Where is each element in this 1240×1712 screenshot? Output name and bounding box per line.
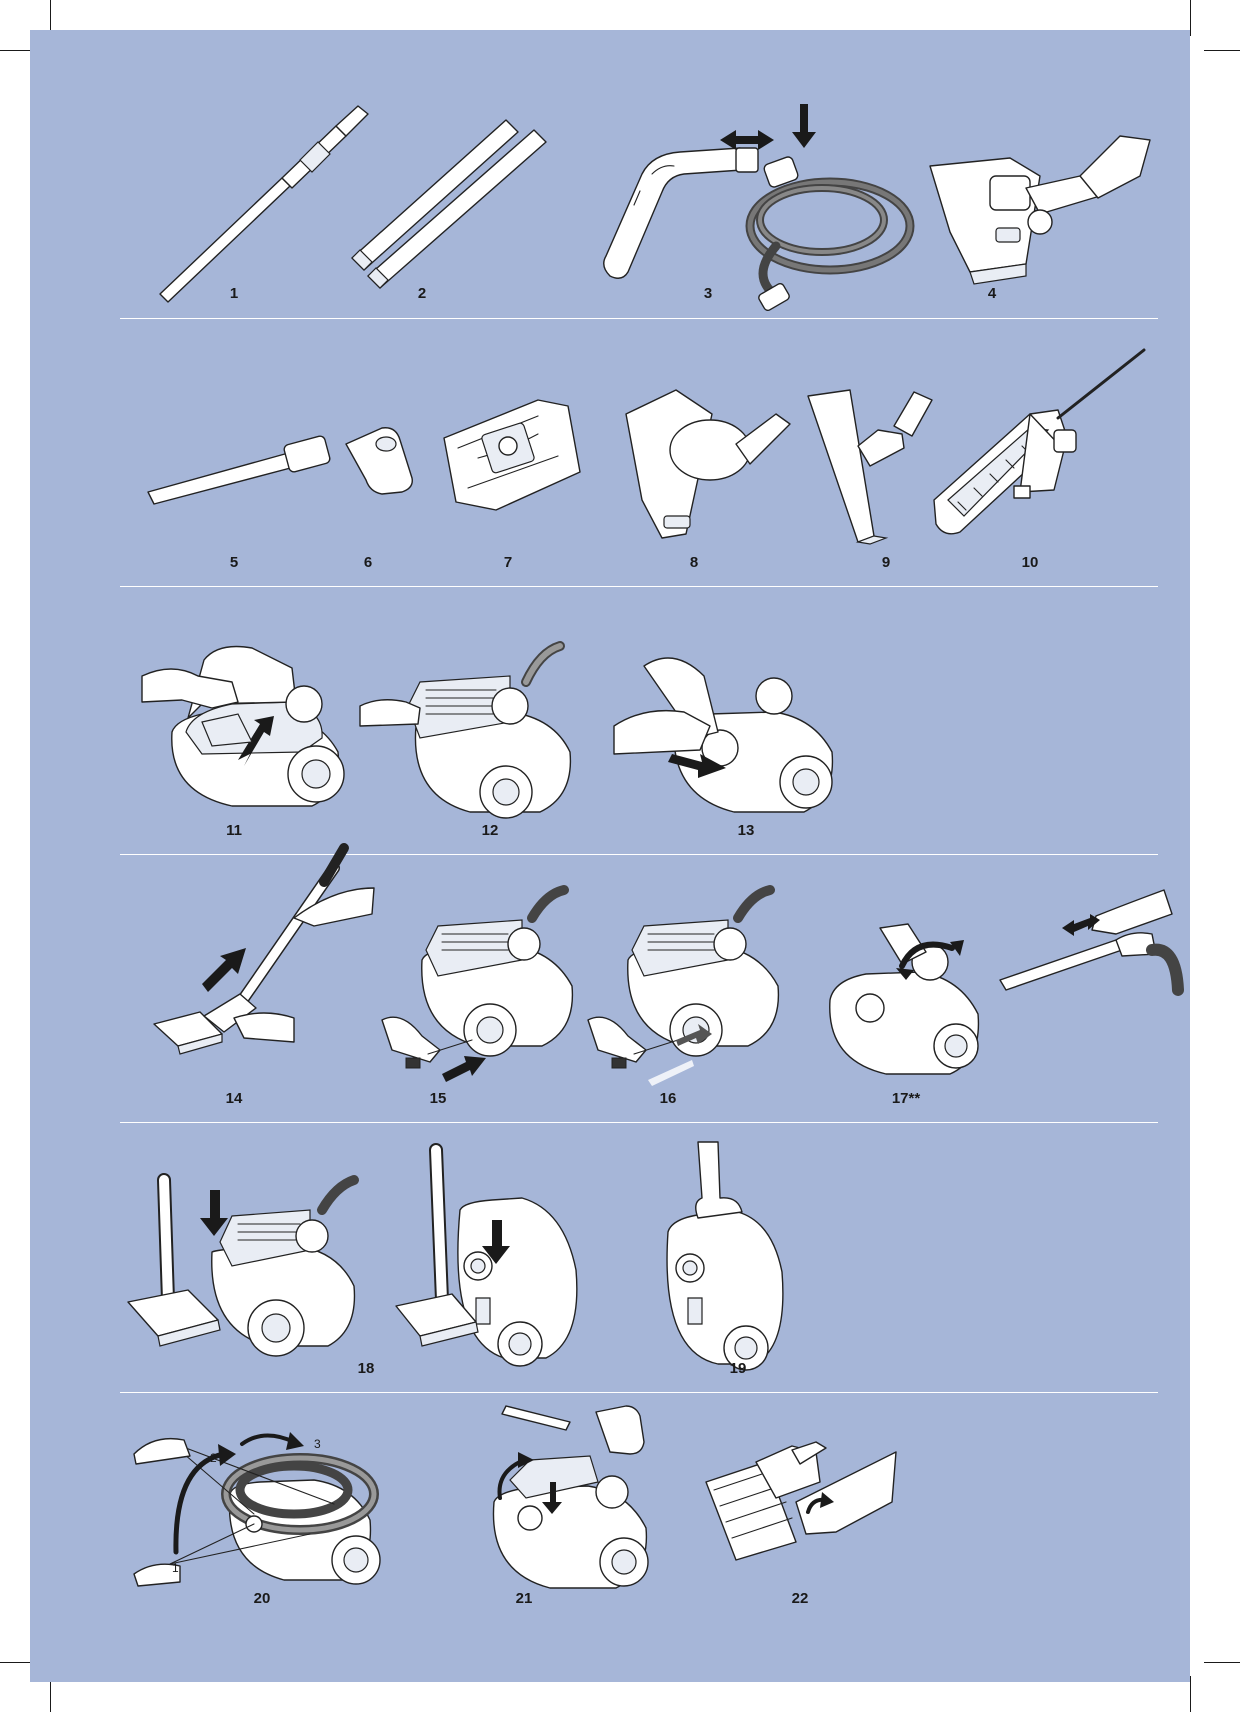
clean-turbo-nozzle-illustration xyxy=(696,1442,896,1592)
upholstery-nozzle-illustration xyxy=(342,422,422,512)
figure-number: 14 xyxy=(225,1090,243,1107)
figure-number: 5 xyxy=(229,554,239,571)
turbo-nozzle-illustration xyxy=(626,390,806,540)
figure-number: 12 xyxy=(481,822,499,839)
step-number: 3 xyxy=(314,1437,321,1451)
figure-number: 2 xyxy=(417,285,427,302)
figure-number: 16 xyxy=(659,1090,677,1107)
row-divider xyxy=(120,854,1158,855)
crop-mark xyxy=(0,50,36,51)
figure-number: 17** xyxy=(891,1090,921,1107)
illustration-panel: 1 2 3 4 5 xyxy=(30,30,1190,1682)
brush-nozzle-illustration xyxy=(934,350,1174,560)
extension-tubes-illustration xyxy=(348,108,578,308)
row-divider xyxy=(120,1122,1158,1123)
step-number: 2 xyxy=(210,1451,217,1465)
figure-number: 6 xyxy=(363,554,373,571)
store-hose-illustration: 1 2 3 xyxy=(134,1432,414,1604)
adjust-suction-illustration xyxy=(826,890,1196,1080)
figure-number: 21 xyxy=(515,1590,533,1607)
figure-number: 20 xyxy=(253,1590,271,1607)
crop-mark xyxy=(50,1676,51,1712)
figure-number: 4 xyxy=(987,285,997,302)
crop-mark xyxy=(1190,0,1191,36)
crop-mark xyxy=(1190,1676,1191,1712)
parking-horizontal-illustration xyxy=(128,1180,358,1370)
figure-number: 9 xyxy=(881,554,891,571)
figure-number: 19 xyxy=(729,1360,747,1377)
crop-mark xyxy=(1204,1662,1240,1663)
figure-number: 11 xyxy=(226,822,242,839)
crevice-tool-illustration xyxy=(148,422,348,522)
figure-number: 10 xyxy=(1021,554,1039,571)
crop-mark xyxy=(0,1662,36,1663)
hose-and-handle-illustration xyxy=(600,104,920,306)
figure-number: 8 xyxy=(689,554,699,571)
floor-nozzle-illustration xyxy=(808,386,938,546)
remove-bag-holder-illustration xyxy=(360,646,600,826)
accessory-storage-illustration xyxy=(466,1402,686,1602)
parking-vertical-illustration xyxy=(396,1150,596,1370)
figure-number: 22 xyxy=(791,1590,809,1607)
figure-number: 15 xyxy=(429,1090,447,1107)
telescopic-tube-illustration xyxy=(150,108,410,308)
row-divider xyxy=(120,1392,1158,1393)
pull-out-cord-illustration xyxy=(382,890,592,1082)
row-divider xyxy=(120,586,1158,587)
figure-number: 3 xyxy=(703,285,713,302)
rewind-cord-illustration xyxy=(588,890,798,1086)
crop-mark xyxy=(1204,50,1240,51)
figure-number: 13 xyxy=(737,822,755,839)
step-number: 1 xyxy=(172,1561,179,1575)
figure-number: 1 xyxy=(229,285,239,302)
figure-number: 18 xyxy=(357,1360,375,1377)
insert-dust-bag-illustration xyxy=(142,642,362,822)
crop-mark xyxy=(50,0,51,36)
disconnect-hose-illustration xyxy=(614,646,854,826)
combination-nozzle-illustration xyxy=(930,136,1150,306)
carry-cleaner-illustration xyxy=(658,1142,798,1372)
row-divider xyxy=(120,318,1158,319)
figure-number: 7 xyxy=(503,554,513,571)
attach-nozzle-illustration xyxy=(144,848,374,1068)
dust-bag-illustration xyxy=(438,398,588,528)
